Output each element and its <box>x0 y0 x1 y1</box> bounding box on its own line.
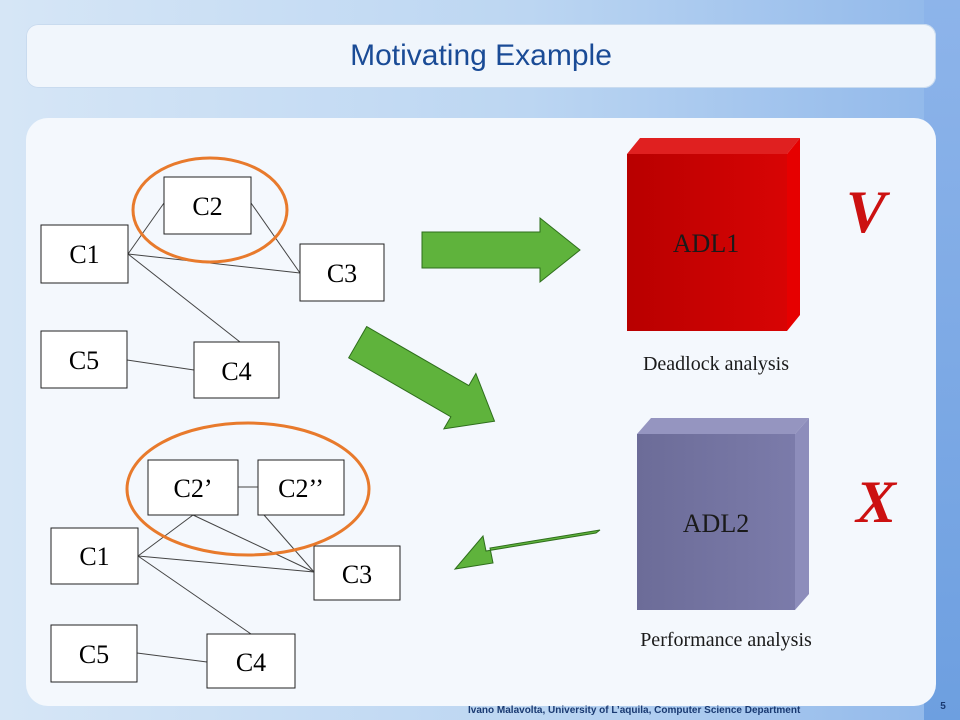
component-c5-bottom: C5 <box>50 624 138 683</box>
component-c4: C4 <box>193 341 280 399</box>
connector-c1-c2a <box>137 514 194 557</box>
connector-c1-c3 <box>127 253 301 274</box>
component-c2-prime: C2’ <box>147 459 239 516</box>
adl2-label: ADL2 <box>683 509 749 538</box>
connector-c1-c2 <box>127 202 165 255</box>
connector-c5-c4 <box>136 652 208 663</box>
adl1-block: ADL1 <box>627 138 800 331</box>
bottom-component-diagram: C1 C2’ C2’’ C3 C5 C4 <box>50 421 401 689</box>
component-c2-double-prime: C2’’ <box>257 459 345 516</box>
component-c3: C3 <box>299 243 385 302</box>
component-c3-bottom-label: C3 <box>342 560 372 589</box>
component-c1-bottom-label: C1 <box>79 542 109 571</box>
component-c1: C1 <box>40 224 129 284</box>
component-c5-bottom-label: C5 <box>79 640 109 669</box>
adl1-caption: Deadlock analysis <box>643 353 789 375</box>
component-c2-prime-label: C2’ <box>174 474 213 503</box>
arrow-right-to-adl1 <box>421 216 581 284</box>
arrow-back-from-adl2 <box>453 529 601 570</box>
component-c4-bottom: C4 <box>206 633 296 689</box>
footer-credit: Ivano Malavolta, University of L’aquila,… <box>468 705 801 716</box>
check-mark-icon: V <box>846 179 891 245</box>
component-c3-label: C3 <box>327 259 357 288</box>
connector-c1-c4 <box>137 555 252 635</box>
connector-c1-c3 <box>137 555 315 573</box>
cross-mark-icon: X <box>854 469 898 535</box>
top-component-diagram: C1 C2 C3 C5 C4 <box>40 156 385 399</box>
connector-c1-c4 <box>127 253 241 343</box>
component-c2-double-prime-label: C2’’ <box>278 474 324 503</box>
slide-title: Motivating Example <box>350 39 612 72</box>
component-c1-bottom: C1 <box>50 527 139 585</box>
arrow-diagonal-to-adl2 <box>347 325 496 430</box>
component-c5-label: C5 <box>69 346 99 375</box>
adl2-caption: Performance analysis <box>640 629 812 651</box>
component-c5: C5 <box>40 330 128 389</box>
component-c4-bottom-label: C4 <box>236 648 266 677</box>
component-c4-label: C4 <box>221 357 251 386</box>
title-panel <box>26 24 936 88</box>
component-c3-bottom: C3 <box>313 545 401 601</box>
connector-c5-c4 <box>126 359 195 371</box>
page-number: 5 <box>940 701 946 712</box>
adl2-block: ADL2 <box>637 418 809 610</box>
component-c2: C2 <box>163 176 252 235</box>
highlight-ellipse-c2 <box>131 156 289 264</box>
adl1-label: ADL1 <box>673 229 739 258</box>
connector-c2b-c3 <box>263 514 315 573</box>
component-c2-label: C2 <box>192 192 222 221</box>
component-c1-label: C1 <box>69 240 99 269</box>
highlight-ellipse-c2-split <box>125 421 371 557</box>
connector-c2a-c3 <box>192 514 315 573</box>
